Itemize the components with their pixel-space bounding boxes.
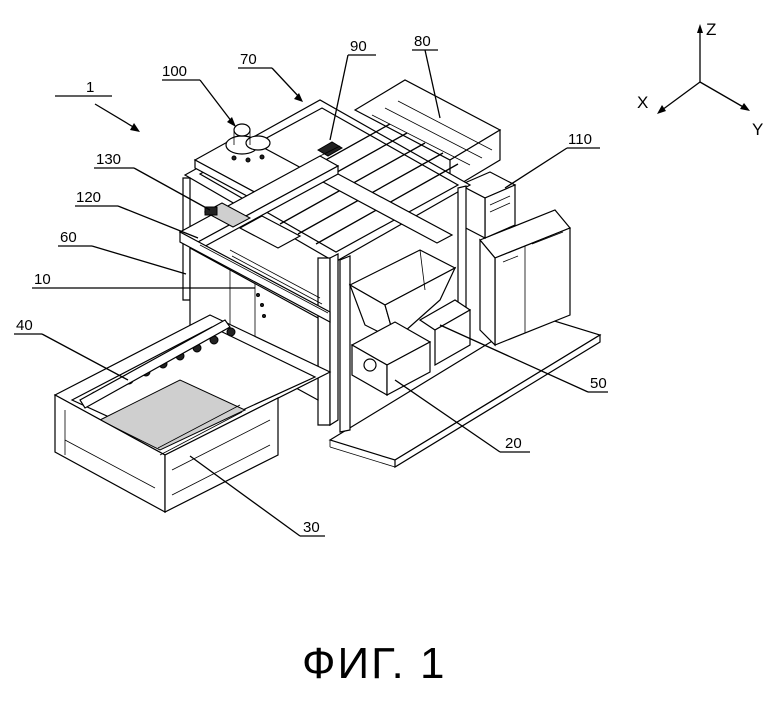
x-axis-label: X: [637, 93, 648, 112]
label-20: 20: [505, 435, 522, 452]
label-70: 70: [240, 51, 257, 68]
label-60: 60: [60, 229, 77, 246]
mid-post: [340, 256, 350, 432]
z-axis-label: Z: [706, 20, 716, 39]
figure-caption: ФИГ. 1: [302, 639, 446, 688]
label-40: 40: [16, 317, 33, 334]
motor-bolt-icon: [232, 156, 236, 160]
label-50: 50: [590, 375, 607, 392]
label-1: 1: [86, 79, 94, 96]
x-axis-arrow-icon: [657, 105, 666, 114]
label-30: 30: [303, 519, 320, 536]
control-cabinet-side: [480, 240, 495, 345]
y-axis-arrow-icon: [740, 103, 750, 111]
y-axis-line: [700, 82, 745, 108]
front-right-post: [318, 258, 330, 425]
y-axis-label: Y: [752, 120, 763, 139]
z-axis-arrow-icon: [697, 24, 703, 33]
label-100: 100: [162, 63, 187, 80]
axis-triad: Z X Y: [637, 20, 763, 139]
label-120: 120: [76, 189, 101, 206]
motor-cap: [234, 124, 250, 136]
lower-wheel-icon: [364, 359, 376, 371]
label-110: 110: [568, 131, 592, 148]
label-130: 130: [96, 151, 121, 168]
label-80: 80: [414, 33, 431, 50]
label-90: 90: [350, 38, 367, 55]
x-axis-line: [662, 82, 700, 110]
label-10: 10: [34, 271, 51, 288]
